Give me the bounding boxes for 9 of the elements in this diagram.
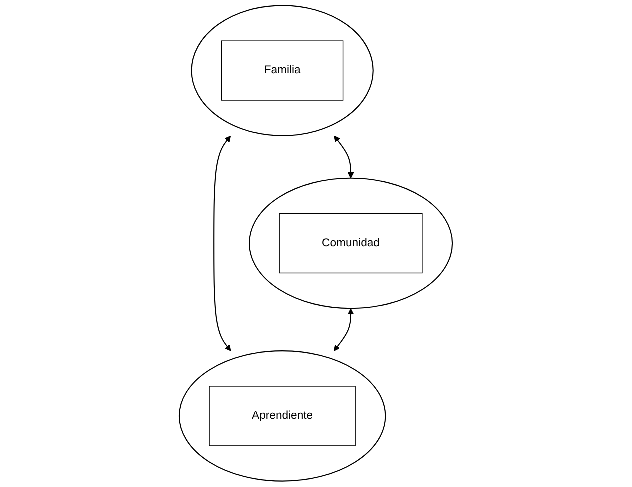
cluster bbox=[178, 350, 386, 482]
arrow bbox=[334, 308, 354, 352]
node-box: Aprendiente bbox=[209, 386, 356, 446]
cluster bbox=[191, 5, 374, 136]
cluster bbox=[248, 178, 454, 310]
node-box: Familia bbox=[222, 40, 344, 101]
arrow bbox=[334, 136, 354, 179]
arrow bbox=[214, 136, 232, 352]
node-box: Comunidad bbox=[279, 213, 423, 274]
